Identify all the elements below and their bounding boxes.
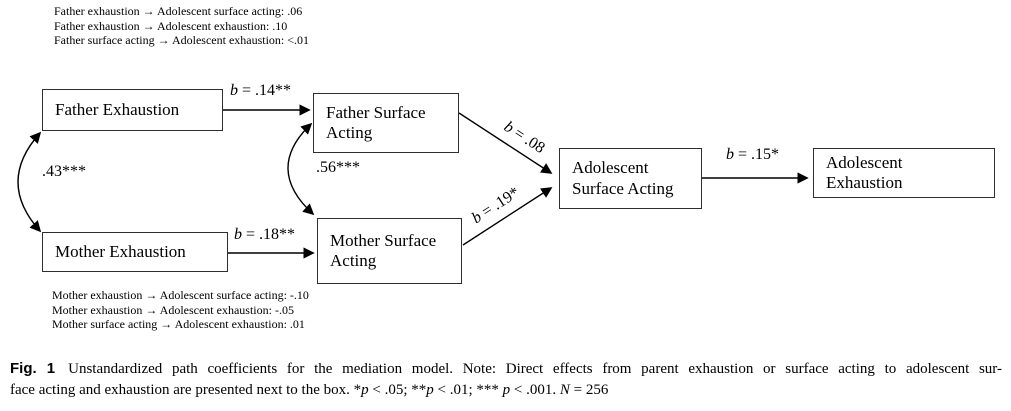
- node-adolescent-exhaustion: Adolescent Exhaustion: [813, 148, 995, 198]
- node-label: Father Surface Acting: [326, 102, 426, 142]
- node-label: Mother Exhaustion: [55, 241, 186, 261]
- coefficient-mother-exhaustion-to-mother-surface: b = .18**: [234, 226, 296, 243]
- figure-number: Fig. 1: [10, 360, 56, 377]
- caption-p-italic: p: [502, 381, 511, 398]
- node-father-surface-acting: Father Surface Acting: [313, 93, 459, 153]
- caption-text: < .05; **: [368, 381, 427, 398]
- arrow-father-surface-to-adolescent-surface: [458, 112, 553, 174]
- node-mother-surface-acting: Mother Surface Acting: [317, 218, 462, 284]
- covariance-arc-surface-acting: [287, 122, 315, 216]
- caption-text: < .001.: [510, 381, 560, 398]
- node-label: Father Exhaustion: [55, 99, 180, 119]
- caption-text: = 256: [569, 381, 609, 398]
- caption-text: < .01; ***: [433, 381, 503, 398]
- caption-line-2: face acting and exhaustion are presented…: [10, 380, 1002, 401]
- coefficient-father-exhaustion-to-father-surface: b = .14**: [230, 82, 292, 99]
- covariance-arc-exhaustion: [17, 131, 42, 233]
- note-line: Mother exhaustion → Adolescent exhaustio…: [52, 302, 294, 317]
- node-label: Adolescent Surface Acting: [572, 158, 674, 198]
- note-line: Father exhaustion → Adolescent exhaustio…: [54, 18, 288, 33]
- node-label: Adolescent Exhaustion: [826, 152, 903, 192]
- note-line: Father exhaustion → Adolescent surface a…: [54, 4, 303, 18]
- note-line: Father surface acting → Adolescent exhau…: [54, 33, 310, 47]
- arrow-mother-surface-to-adolescent-surface: [462, 187, 553, 246]
- father-direct-effects-note: Father exhaustion → Adolescent surface a…: [54, 4, 309, 48]
- covariance-surface-acting-label: .56***: [316, 159, 360, 176]
- coefficient-adolescent-surface-to-adolescent-exhaustion: b = .15*: [726, 146, 780, 163]
- mother-direct-effects-note: Mother exhaustion → Adolescent surface a…: [52, 288, 309, 332]
- caption-p-italic: p: [361, 381, 369, 398]
- node-label: Mother Surface Acting: [330, 230, 437, 270]
- caption-text: Unstandardized path coefficients for the…: [68, 361, 1002, 377]
- caption-text: face acting and exhaustion are presented…: [10, 381, 362, 398]
- note-line: Mother surface acting → Adolescent exhau…: [52, 317, 305, 331]
- node-mother-exhaustion: Mother Exhaustion: [42, 232, 228, 272]
- figure-caption: Fig. 1 Unstandardized path coefficients f…: [10, 359, 1002, 400]
- caption-n-italic: N: [559, 381, 570, 398]
- note-line: Mother exhaustion → Adolescent surface a…: [52, 288, 309, 302]
- node-father-exhaustion: Father Exhaustion: [42, 89, 223, 131]
- node-adolescent-surface-acting: Adolescent Surface Acting: [559, 148, 702, 209]
- caption-p-italic: p: [426, 381, 434, 398]
- covariance-exhaustion-label: .43***: [42, 163, 86, 180]
- caption-line-1: Fig. 1 Unstandardized path coefficients f…: [10, 359, 1002, 380]
